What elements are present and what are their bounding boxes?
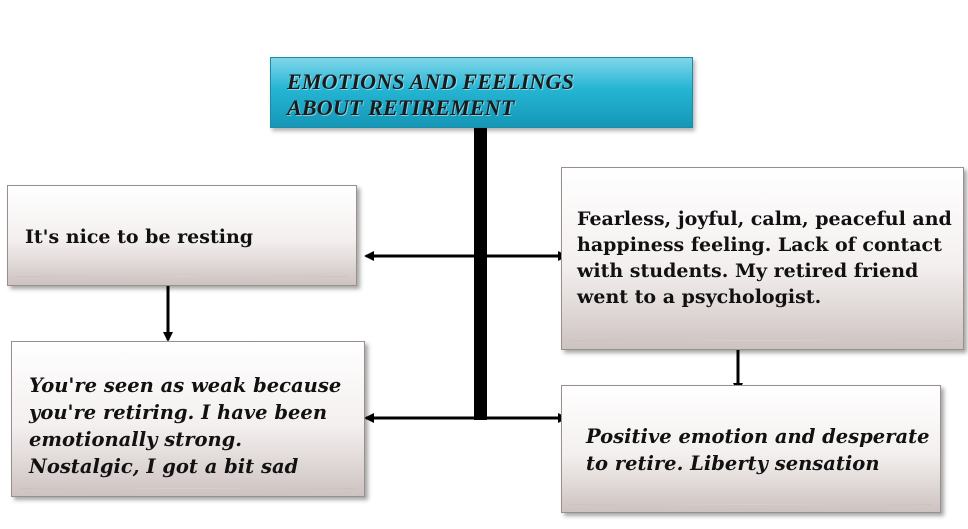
node-positive: Positive emotion and desperate to retire… bbox=[561, 385, 941, 513]
node-weak-text: You're seen as weak because you're retir… bbox=[29, 374, 342, 478]
title-text: EMOTIONS AND FEELINGS ABOUT RETIREMENT bbox=[287, 69, 574, 120]
node-positive-text: Positive emotion and desperate to retire… bbox=[586, 425, 930, 475]
node-fearless-text: Fearless, joyful, calm, peaceful and hap… bbox=[577, 208, 952, 308]
node-fearless: Fearless, joyful, calm, peaceful and hap… bbox=[561, 167, 964, 350]
central-trunk-line bbox=[474, 128, 487, 420]
node-weak: You're seen as weak because you're retir… bbox=[11, 341, 365, 497]
node-divider bbox=[16, 276, 348, 277]
node-resting: It's nice to be resting bbox=[7, 185, 357, 286]
node-resting-text: It's nice to be resting bbox=[25, 226, 254, 248]
title-node: EMOTIONS AND FEELINGS ABOUT RETIREMENT bbox=[270, 57, 693, 128]
node-divider bbox=[20, 488, 356, 489]
node-divider bbox=[570, 504, 932, 505]
node-divider bbox=[570, 340, 955, 341]
